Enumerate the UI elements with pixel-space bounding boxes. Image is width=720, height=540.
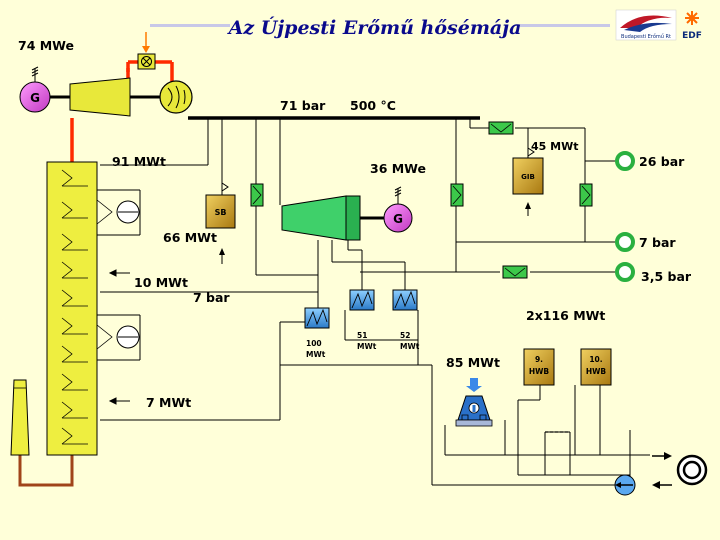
gib-label: GIB — [521, 173, 535, 181]
left-arrow-icon — [652, 481, 660, 489]
hwb-9: 9. HWB — [523, 348, 555, 386]
logo-left-text: Budapesti Erőmű Rt — [621, 34, 671, 40]
steam-turbine-power-label: 36 MWe — [370, 161, 426, 176]
title-rule-right — [520, 24, 610, 27]
hx-52 — [392, 289, 418, 311]
chimney — [10, 379, 30, 456]
boiler-pump-lower — [96, 314, 141, 361]
logo-right-text: EDF — [682, 31, 702, 41]
pump-heat-label: 85 MWt — [446, 355, 500, 370]
bar-26-label: 26 bar — [639, 154, 685, 169]
compressor — [159, 80, 193, 114]
valve-h-2 — [502, 265, 528, 279]
gas-turbine — [69, 77, 131, 117]
consumer-3-5bar — [615, 262, 635, 282]
return-arrow — [652, 481, 672, 489]
gas-generator: G — [19, 66, 51, 113]
hx100-unit: MWt — [306, 350, 326, 359]
boiler-heat-label: 91 MWt — [112, 154, 166, 169]
right-arrow-icon — [664, 452, 672, 460]
hwb-10: 10. HWB — [580, 348, 612, 386]
edf-logo: EDF — [682, 11, 702, 41]
supply-arrow — [652, 452, 672, 460]
bar-7-right-label: 7 bar — [639, 235, 676, 250]
gas-generator-label: G — [30, 91, 40, 105]
exhaust-line — [18, 455, 74, 487]
hwb10-number: 10. — [589, 355, 602, 364]
gib-heat-label: 45 MWt — [531, 140, 578, 153]
fuel-arrow-icon — [142, 46, 150, 53]
hwb10-label: HWB — [586, 367, 607, 376]
heat-10-label: 10 MWt — [134, 275, 188, 290]
pressure-main-label: 71 bar — [280, 98, 326, 113]
return-pump — [614, 474, 636, 496]
district-heating-consumer — [676, 454, 708, 486]
combustor-valve — [137, 53, 156, 70]
gib-boiler: GIB — [512, 147, 544, 216]
district-heating-pump — [455, 378, 493, 427]
boiler-pump-upper — [96, 189, 141, 236]
consumer-7bar — [615, 232, 635, 252]
boiler-input-arrows — [108, 269, 130, 405]
hx52-unit: MWt — [400, 342, 420, 351]
antenna-icon — [394, 186, 402, 197]
gas-turbine-power-label: 74 MWe — [18, 38, 74, 53]
bar-7-left-label: 7 bar — [193, 290, 230, 305]
steam-generator-label: G — [393, 212, 403, 226]
up-arrow-icon — [219, 248, 225, 255]
page-title: Az Újpesti Erőmű hősémája — [227, 16, 522, 39]
hx-100 — [304, 307, 330, 329]
hwb9-label: HWB — [529, 367, 550, 376]
hx-51 — [349, 289, 375, 311]
hwb9-number: 9. — [535, 355, 543, 364]
boiler-coils — [61, 169, 88, 445]
title-rule-left — [150, 24, 230, 27]
steam-turbine — [281, 195, 347, 241]
heat-7-label: 7 MWt — [146, 395, 191, 410]
hx52-value: 52 — [400, 331, 410, 340]
hwb-total-label: 2x116 MWt — [526, 308, 605, 323]
steam-generator: G — [383, 186, 413, 233]
valve-v-2 — [450, 183, 464, 207]
left-arrow-icon — [615, 482, 621, 488]
pump-up-arrow-icon — [466, 378, 482, 392]
budapesti-eromu-logo: Budapesti Erőmű Rt — [615, 9, 677, 41]
antenna-icon — [31, 66, 39, 77]
boiler — [46, 161, 98, 456]
hx51-unit: MWt — [357, 342, 377, 351]
valve-h-1 — [488, 121, 514, 135]
up-arrow-icon — [525, 202, 531, 209]
sb-label: SB — [215, 208, 227, 217]
valve-v-1 — [250, 183, 264, 207]
consumer-26bar — [615, 151, 635, 171]
valve-v-3 — [579, 183, 593, 207]
bar-3-5-label: 3,5 bar — [641, 269, 692, 284]
hx100-value: 100 — [306, 339, 322, 348]
steam-turbine-exhaust — [345, 195, 361, 241]
hx51-value: 51 — [357, 331, 367, 340]
sb-heat-label: 66 MWt — [163, 230, 217, 245]
sb-boiler: SB — [205, 182, 236, 264]
temperature-main-label: 500 °C — [350, 98, 396, 113]
